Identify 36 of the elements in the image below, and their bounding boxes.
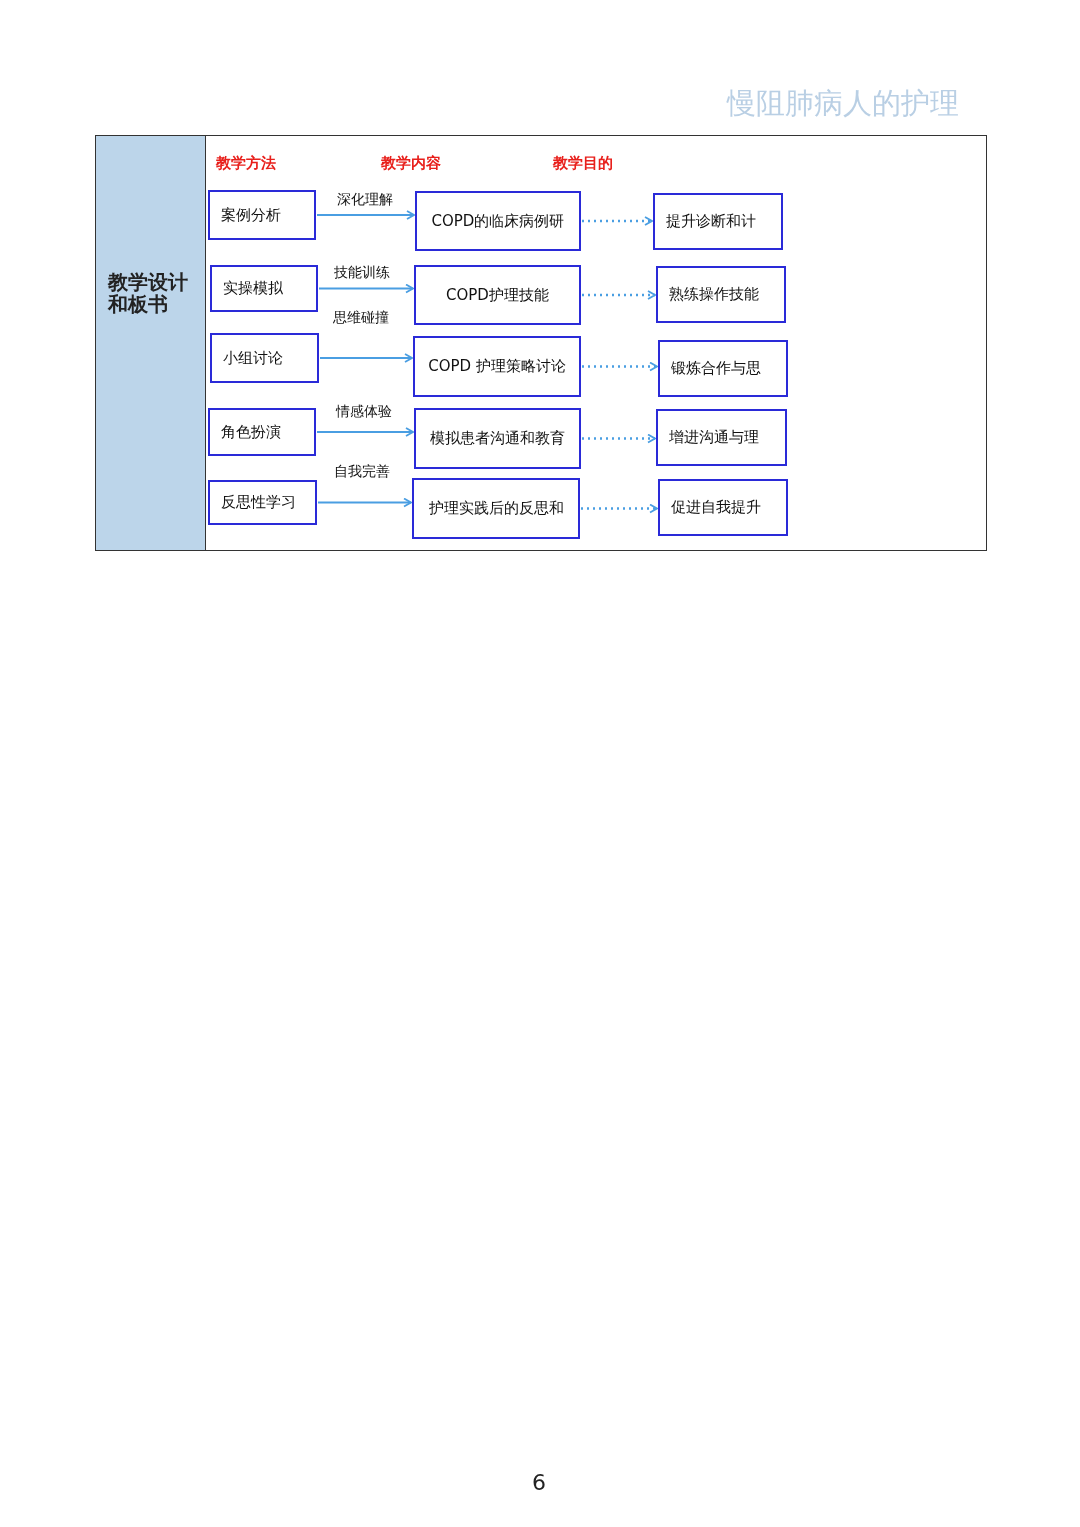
column-header: 教学内容 — [381, 154, 441, 173]
process-box: 反思性学习 — [208, 480, 317, 525]
process-box: 模拟患者沟通和教育 — [414, 408, 581, 469]
arrow — [317, 497, 412, 508]
arrow — [582, 290, 656, 300]
arrow — [582, 361, 658, 372]
process-box: COPD 护理策略讨论 — [413, 336, 581, 397]
arrow — [319, 353, 413, 363]
process-box: COPD的临床病例研 — [415, 191, 581, 251]
process-box: 小组讨论 — [210, 333, 319, 383]
edge-label: 深化理解 — [335, 191, 395, 209]
edge-label: 思维碰撞 — [331, 309, 391, 327]
cell-text: 教学设计和板书 — [108, 271, 189, 315]
process-box: 锻炼合作与思 — [658, 340, 788, 397]
column-header: 教学目的 — [553, 154, 613, 173]
column-header: 教学方法 — [216, 154, 276, 173]
process-box: 增进沟通与理 — [656, 409, 787, 466]
arrow — [318, 283, 414, 294]
arrow — [582, 216, 653, 226]
arrow — [316, 210, 415, 220]
page-header: 慢阻肺病人的护理 — [727, 85, 959, 122]
process-box: 熟练操作技能 — [656, 266, 786, 323]
edge-label: 技能训练 — [332, 264, 392, 282]
arrow — [582, 433, 656, 444]
edge-label: 情感体验 — [334, 403, 394, 421]
edge-label: 自我完善 — [332, 463, 392, 481]
process-box: 护理实践后的反思和 — [412, 478, 580, 539]
arrow — [316, 427, 414, 437]
page-number: 6 — [532, 1470, 546, 1495]
process-box: 促进自我提升 — [658, 479, 788, 536]
arrow — [581, 503, 658, 514]
process-box: COPD护理技能 — [414, 265, 581, 325]
process-box: 角色扮演 — [208, 408, 316, 456]
process-box: 案例分析 — [208, 190, 316, 240]
process-box: 提升诊断和计 — [653, 193, 783, 250]
process-box: 实操模拟 — [210, 265, 318, 312]
